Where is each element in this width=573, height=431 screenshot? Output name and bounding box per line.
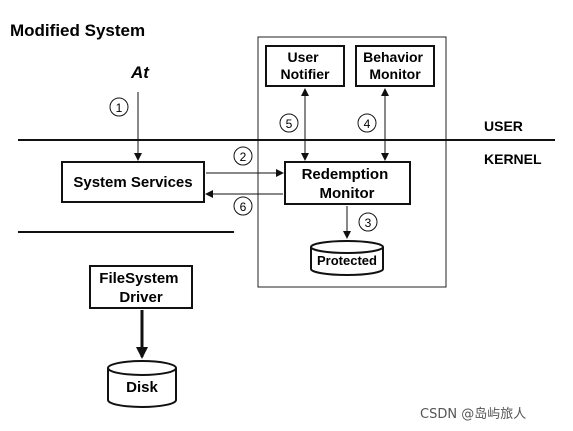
disk-label: Disk [126,379,158,396]
user-notifier-box [265,45,345,87]
filesystem-driver-label: FileSystem Driver [99,270,182,306]
step-2-badge: 2 [233,146,253,166]
svg-text:4: 4 [364,117,371,131]
svg-text:6: 6 [240,200,247,214]
behavior-monitor-label: Behavior Monitor [363,49,427,82]
actor-label: At [130,63,150,82]
svg-text:1: 1 [116,101,123,115]
filesystem-driver-box [89,265,193,309]
kernel-zone-label: KERNEL [484,151,542,167]
svg-text:2: 2 [240,150,247,164]
diagram-title: Modified System [10,21,145,40]
redemption-monitor-label: Redemption Monitor [302,166,393,202]
step-4-badge: 4 [357,113,377,133]
redemption-container [257,36,447,288]
step-1-badge: 1 [109,97,129,117]
redemption-monitor-box [284,161,411,205]
user-zone-label: USER [484,118,523,134]
disk-cylinder [107,360,177,408]
svg-text:3: 3 [365,216,372,230]
protected-storage-cylinder [310,240,384,276]
system-services-box [61,161,205,203]
step-3-badge: 3 [358,212,378,232]
watermark-text: CSDN @岛屿旅人 [420,406,526,422]
svg-text:5: 5 [286,117,293,131]
system-services-label: System Services [73,174,192,191]
protected-label: Protected [317,253,377,268]
behavior-monitor-box [355,45,435,87]
user-notifier-label: User Notifier [281,49,331,82]
step-6-badge: 6 [233,196,253,216]
step-5-badge: 5 [279,113,299,133]
